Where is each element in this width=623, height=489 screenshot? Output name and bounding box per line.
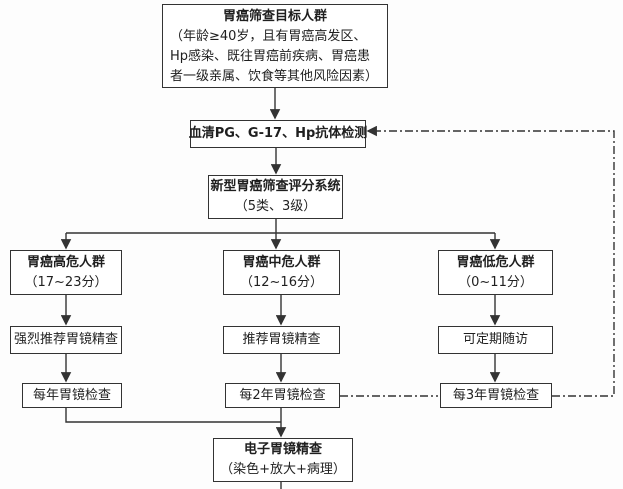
serum-test-label: 血清PG、G-17、Hp抗体检测 [188,126,368,141]
low-risk-group-box: 胃癌低危人群 （0~11分） [438,250,553,295]
endoscopy-box: 电子胃镜精查 （染色+放大+病理） [213,438,353,482]
medium-risk-recommendation: 推荐胃镜精查 [242,332,321,347]
scoring-system-box: 新型胃癌筛查评分系统 （5类、3级） [208,175,343,219]
target-population-box: 胃癌筛查目标人群 （年龄≥40岁，且有胃癌高发区、Hp感染、既往胃癌前疾病、胃癌… [162,4,388,88]
low-risk-recommendation-box: 可定期随访 [438,326,553,354]
high-risk-title: 胃癌高危人群 [26,254,105,270]
connector-branch-rail [66,219,495,234]
medium-risk-interval-box: 每2年胃镜检查 [225,383,340,408]
high-risk-interval: 每年胃镜检查 [32,387,111,403]
low-risk-interval: 每3年胃镜检查 [452,387,540,403]
medium-risk-recommendation-box: 推荐胃镜精查 [223,326,340,354]
target-population-title: 胃癌筛查目标人群 [222,9,327,24]
high-risk-group-box: 胃癌高危人群 （17~23分） [10,250,122,295]
serum-test-box: 血清PG、G-17、Hp抗体检测 [188,120,368,148]
medium-risk-title: 胃癌中危人群 [242,254,321,270]
high-risk-recommendation-box: 强烈推荐胃镜精查 [10,326,122,354]
connector-high-merge [65,408,281,423]
medium-risk-group-box: 胃癌中危人群 （12~16分） [223,250,340,295]
high-risk-score-range: （17~23分） [24,274,108,290]
medium-risk-score-range: （12~16分） [240,274,323,290]
endoscopy-title: 电子胃镜精查 [243,442,322,457]
high-risk-recommendation: 强烈推荐胃镜精查 [13,332,118,347]
endoscopy-subtitle: （染色+放大+病理） [220,462,346,477]
target-population-description: （年龄≥40岁，且有胃癌高发区、Hp感染、既往胃癌前疾病、胃癌患者一级亲属、饮食… [170,29,379,84]
high-risk-interval-box: 每年胃镜检查 [22,383,122,408]
low-risk-title: 胃癌低危人群 [456,254,535,270]
scoring-system-title: 新型胃癌筛查评分系统 [210,179,341,194]
low-risk-score-range: （0~11分） [458,274,533,290]
connector-dash-followup-loop [366,125,615,397]
low-risk-recommendation: 可定期随访 [462,332,528,347]
scoring-system-subtitle: （5类、3级） [234,199,317,214]
low-risk-interval-box: 每3年胃镜检查 [440,383,552,408]
medium-risk-interval: 每2年胃镜检查 [239,387,326,403]
